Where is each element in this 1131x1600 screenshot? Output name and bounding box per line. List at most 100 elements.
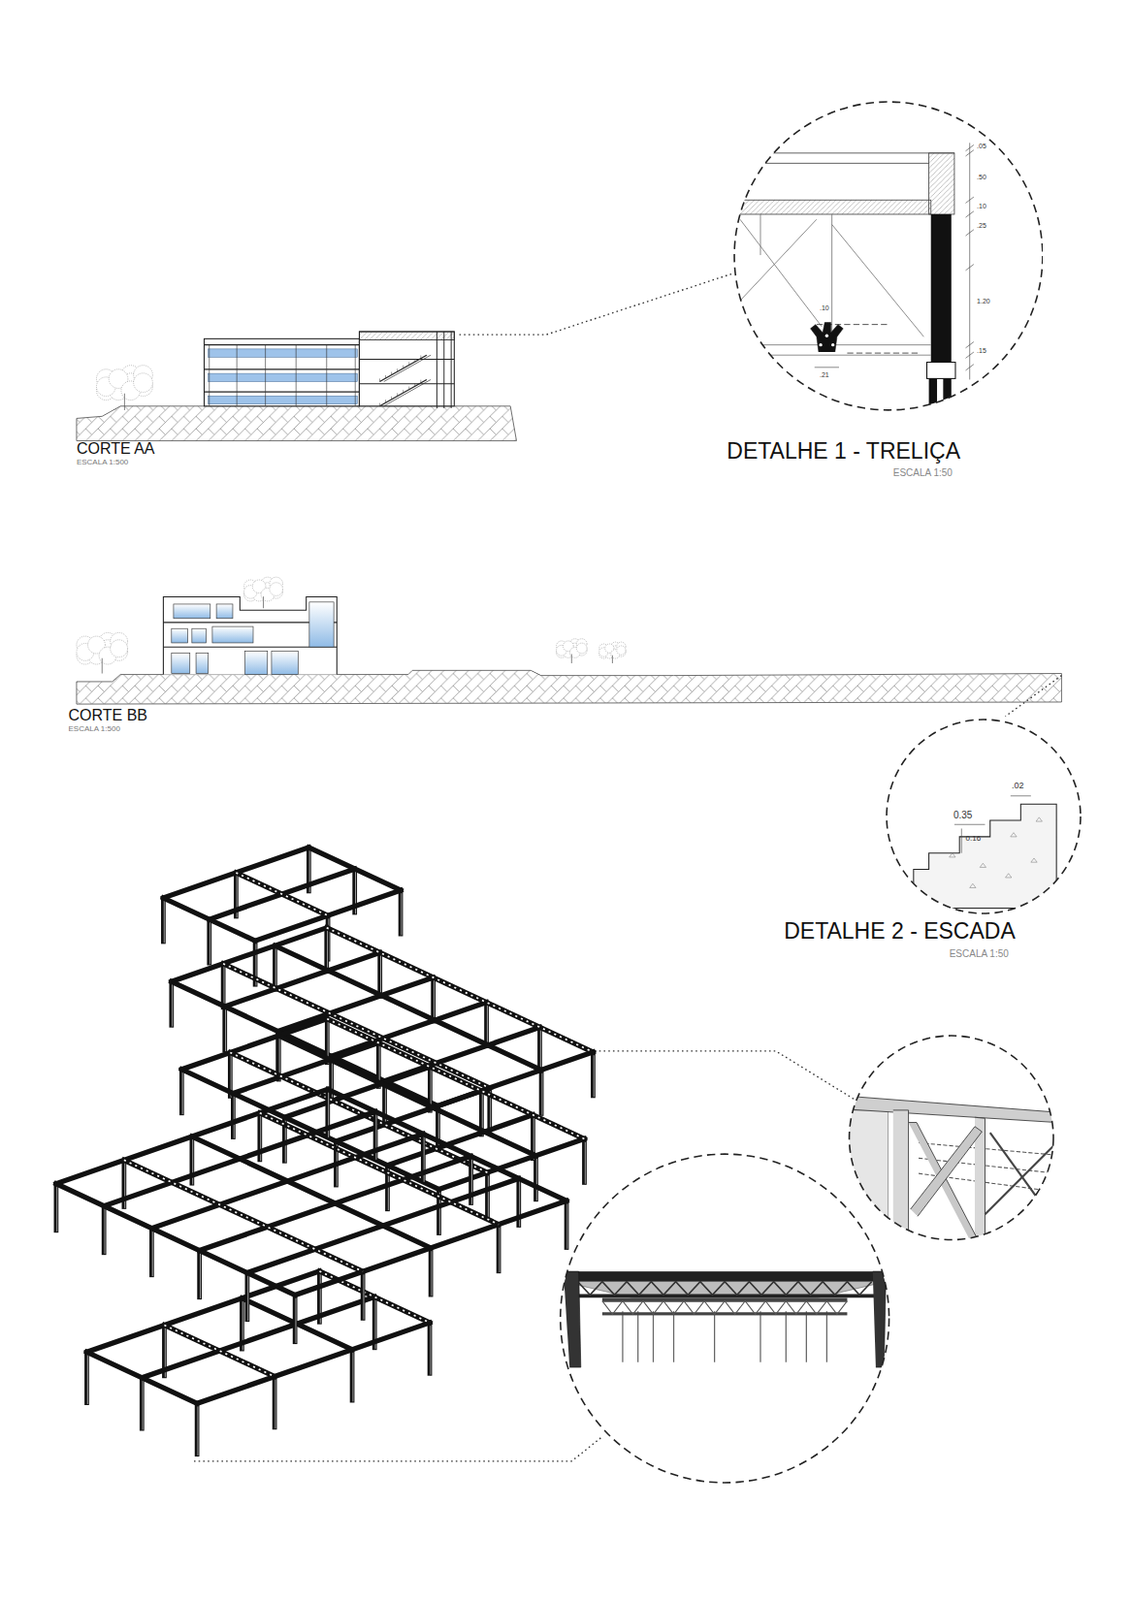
- column-highlight: [294, 1295, 296, 1344]
- truss-member: [832, 225, 925, 338]
- frame-level: [181, 1019, 585, 1236]
- steel-column: [929, 378, 938, 420]
- column-background: [621, 1311, 623, 1363]
- column-highlight: [152, 1228, 154, 1277]
- window-glass: [212, 626, 254, 644]
- tree-trunk: [571, 654, 573, 664]
- beam: [162, 898, 256, 941]
- column-line: [236, 345, 238, 407]
- column-highlight: [56, 1184, 58, 1232]
- concrete-aggregate: [979, 863, 986, 868]
- scale-note: ESCALA 1:50: [893, 468, 953, 479]
- column-highlight: [536, 1156, 538, 1201]
- escalator-step: [379, 403, 381, 407]
- column: [54, 1184, 60, 1234]
- circle-outline: [886, 719, 1081, 914]
- tree-foliage: [576, 643, 587, 654]
- hidden-line: [846, 353, 919, 355]
- concrete-aggregate: [1010, 833, 1017, 838]
- truss-web: [163, 1325, 275, 1378]
- beam: [235, 872, 328, 916]
- steel-column: [942, 378, 951, 420]
- column-background: [759, 1311, 761, 1363]
- beam: [86, 1271, 320, 1353]
- truss-member: [740, 219, 822, 326]
- building-outline: [358, 331, 454, 407]
- bolt-hole: [831, 343, 835, 347]
- dimension-line: [969, 142, 970, 380]
- beam: [326, 928, 594, 1053]
- beam-hatched: [929, 153, 955, 215]
- leader-line: [589, 1051, 856, 1101]
- glass-band: [208, 395, 358, 404]
- truss-chord: [602, 1312, 848, 1316]
- dimension-tick: [966, 264, 974, 271]
- column: [398, 890, 404, 937]
- column-highlight: [233, 1094, 235, 1139]
- escalator-step: [396, 392, 398, 396]
- truss-detail: [729, 142, 973, 420]
- stair-detail: [913, 796, 1057, 909]
- window-glass: [192, 628, 207, 644]
- dimension: .25: [976, 222, 987, 229]
- truss-3d-view: [844, 1096, 1057, 1246]
- column: [496, 1225, 502, 1275]
- column: [139, 1378, 145, 1432]
- column: [230, 1094, 236, 1140]
- column-highlight: [196, 1403, 198, 1456]
- section-title: CORTE AA: [76, 441, 156, 457]
- beam: [124, 1160, 363, 1272]
- escalator-step: [408, 361, 410, 365]
- floor-slab: [203, 390, 359, 392]
- leader-line: [1005, 676, 1063, 717]
- truss-web: [326, 928, 594, 1053]
- concrete-aggregate: [949, 853, 956, 858]
- column-highlight: [247, 1273, 249, 1322]
- glass-band: [208, 349, 358, 357]
- truss-member: [831, 214, 833, 337]
- column-highlight: [584, 1138, 586, 1184]
- escalator: [384, 379, 431, 406]
- window-glass: [271, 650, 298, 675]
- tree-symbol: [244, 577, 284, 609]
- steel-column: [872, 1271, 887, 1368]
- scale-note: ESCALA 1:500: [76, 458, 129, 467]
- detail-callout: DETALHE 2 - ESCADAESCALA 1:50: [885, 718, 1082, 915]
- diagonal-member: [984, 1143, 1057, 1216]
- beam: [86, 1352, 197, 1404]
- window-glass: [171, 628, 189, 644]
- column: [590, 1052, 596, 1099]
- dimension-tick: [966, 229, 974, 236]
- column-highlight: [400, 890, 402, 936]
- structure-isometric: [56, 847, 594, 1457]
- column: [222, 1006, 227, 1053]
- dimension: .15: [976, 347, 987, 355]
- detail-callout: DETALHE 1 - TRELIÇAESCALA 1:50: [733, 100, 1044, 412]
- detail-callout-circle: [849, 1035, 1054, 1240]
- column: [161, 898, 166, 944]
- column-highlight: [142, 1378, 144, 1431]
- truss-member: [735, 355, 932, 356]
- dimension-line: [814, 366, 840, 368]
- column-highlight: [163, 898, 165, 943]
- facade-mullion: [451, 331, 453, 409]
- column: [539, 1069, 545, 1116]
- building-outline: [162, 597, 337, 676]
- escalator-step: [379, 378, 381, 382]
- column-background: [637, 1311, 639, 1363]
- column-highlight: [498, 1225, 500, 1273]
- escalator-step: [390, 372, 392, 376]
- slab-line: [729, 162, 929, 164]
- tree-symbol: [599, 642, 626, 664]
- column: [206, 919, 212, 966]
- column-background: [826, 1311, 828, 1363]
- column-highlight: [225, 1006, 227, 1052]
- column-highlight: [430, 1248, 432, 1296]
- column-highlight: [380, 952, 382, 998]
- scale-note: ESCALA 1:50: [949, 949, 1009, 960]
- tree-trunk: [612, 655, 614, 664]
- facade-mullion: [443, 331, 445, 409]
- building-outline: [203, 338, 359, 406]
- glass-band: [208, 373, 358, 382]
